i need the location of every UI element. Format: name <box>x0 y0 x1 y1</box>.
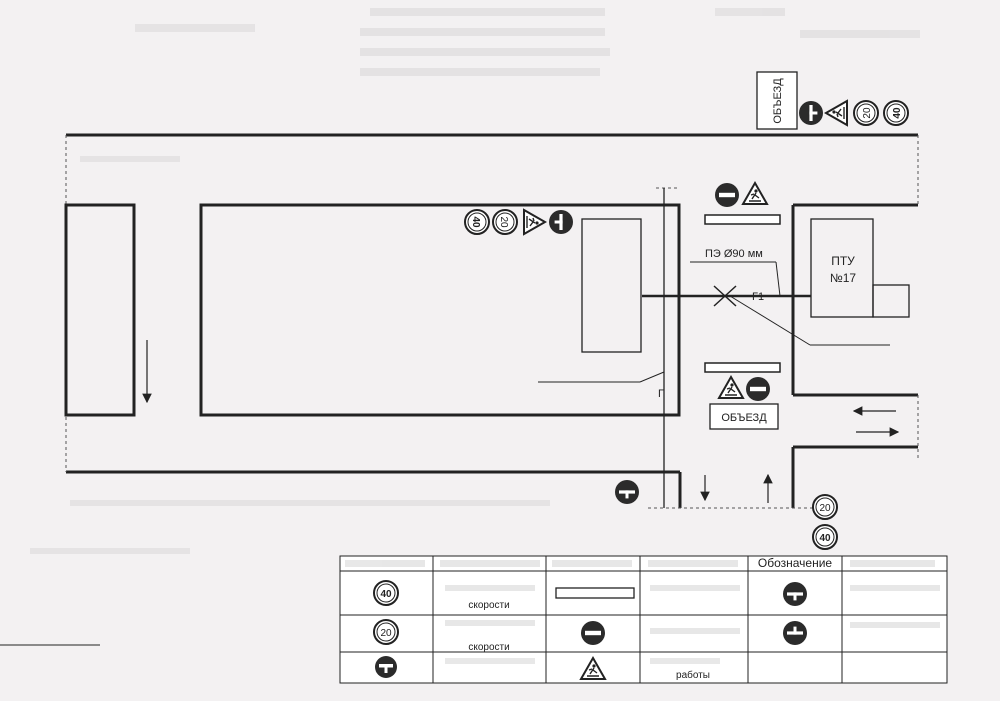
gas-pipeline <box>538 188 890 508</box>
detour-direction-icon <box>549 210 573 234</box>
central-building-block <box>199 203 681 417</box>
svg-text:ОБЪЕЗД: ОБЪЕЗД <box>772 78 784 124</box>
legend-header-designation: Обозначение <box>758 556 833 570</box>
sign-group-top-right: 20 40 <box>799 100 909 126</box>
sign-group-central: 40 20 <box>464 209 573 235</box>
svg-text:20: 20 <box>819 503 831 514</box>
central-inner-building <box>581 218 642 353</box>
speed-limit-20-icon: 20 <box>853 100 879 126</box>
pipe-label: ПЭ Ø90 мм <box>705 248 763 260</box>
svg-text:40: 40 <box>819 533 831 544</box>
speed-limit-40-icon: 40 <box>373 580 399 606</box>
detour-direction-icon <box>799 101 823 125</box>
speed-limit-20-icon: 20 <box>492 209 518 235</box>
svg-text:20: 20 <box>862 107 873 119</box>
road-edges <box>66 133 918 508</box>
speed-limit-40-icon: 40 <box>883 100 909 126</box>
detour-direction-icon <box>783 621 807 645</box>
detour-sign-top: ОБЪЕЗД <box>756 71 798 130</box>
no-entry-icon <box>715 183 739 207</box>
node-label-g1: Г1 <box>752 291 764 303</box>
node-label-g: Г <box>658 388 664 400</box>
road-works-icon <box>523 209 546 235</box>
faint-background-text <box>30 8 920 554</box>
road-works-icon <box>718 376 744 399</box>
left-building-block <box>64 203 136 417</box>
detour-sign-bottom: ОБЪЕЗД <box>709 403 779 430</box>
ptu-annex <box>872 284 910 318</box>
detour-direction-icon <box>783 582 807 606</box>
legend-row2-text: скорости <box>468 642 509 653</box>
svg-text:40: 40 <box>380 589 392 600</box>
legend-row3-text: работы <box>676 669 710 681</box>
svg-text:ОБЪЕЗД: ОБЪЕЗД <box>721 412 767 424</box>
legend-row1-text: скорости <box>468 600 509 611</box>
dashed-boundaries <box>65 135 919 509</box>
detour-direction-icon <box>615 480 639 504</box>
legend-barrier-symbol <box>555 587 635 599</box>
ptu-name: ПТУ <box>831 254 855 268</box>
svg-text:40: 40 <box>892 107 903 119</box>
road-works-icon <box>825 100 848 126</box>
road-barrier-bottom <box>704 362 781 373</box>
ptu-number: №17 <box>830 271 857 285</box>
speed-limit-40-icon: 40 <box>464 209 490 235</box>
speed-limit-40-icon: 40 <box>812 524 838 550</box>
legend-table: Обозначение 40 скорости 20 скорости рабо… <box>339 555 948 684</box>
road-works-icon <box>742 182 768 205</box>
road-barrier-top <box>704 214 781 225</box>
speed-limit-20-icon: 20 <box>373 619 399 645</box>
svg-text:40: 40 <box>470 216 481 228</box>
speed-limit-20-icon: 20 <box>812 494 838 520</box>
svg-text:20: 20 <box>380 628 392 639</box>
traffic-arrows <box>142 340 900 503</box>
no-entry-icon <box>581 621 605 645</box>
svg-text:20: 20 <box>498 216 509 228</box>
detour-direction-icon <box>375 656 397 678</box>
ptu-building <box>810 218 874 318</box>
no-entry-icon <box>746 377 770 401</box>
